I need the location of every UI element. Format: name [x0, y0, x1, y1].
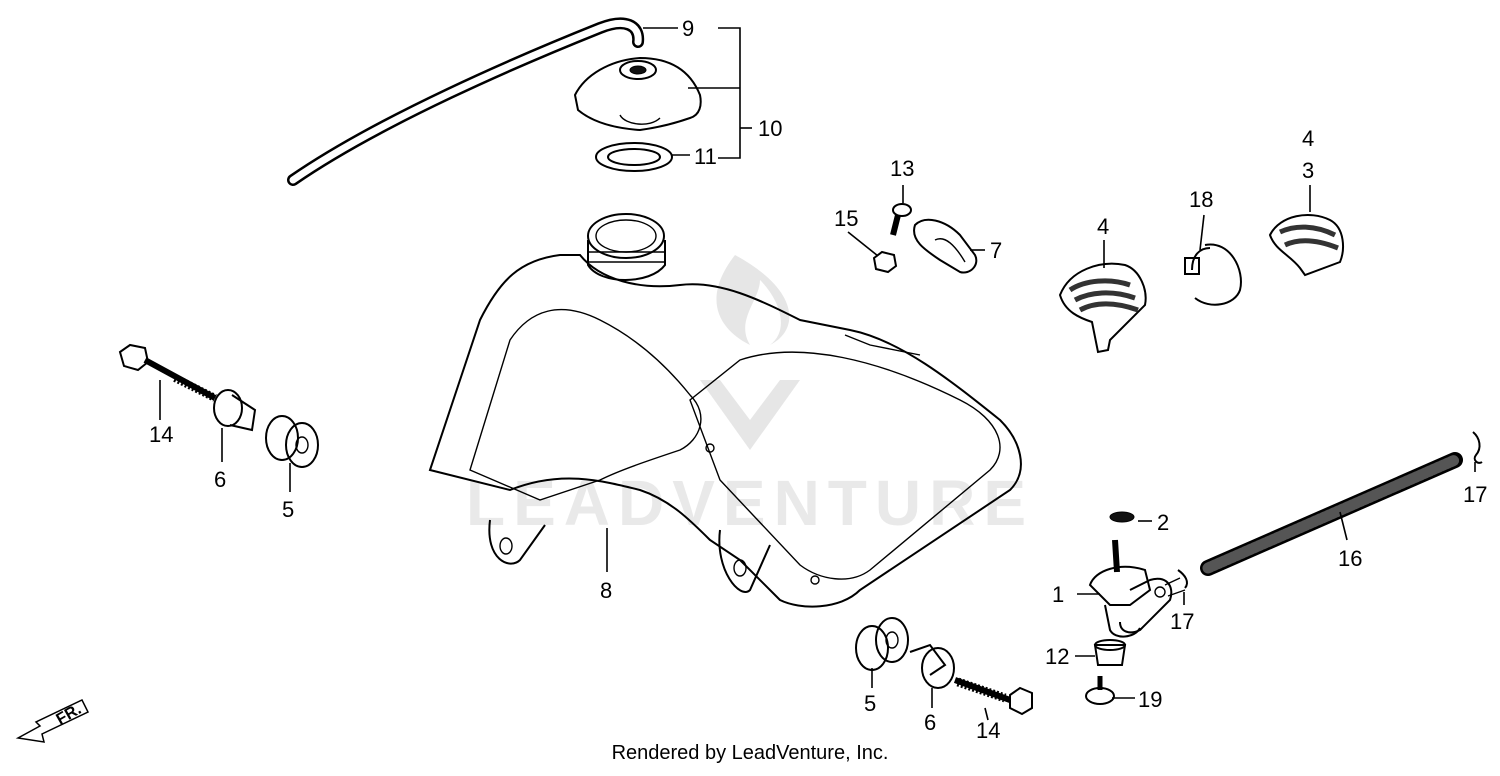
callout-9: 9 [682, 16, 694, 41]
part-fuel-tank [428, 213, 1022, 608]
part-fuel-cock-1 [1088, 539, 1186, 638]
part-bolt-13 [890, 203, 912, 236]
part-packing-2 [1109, 511, 1135, 523]
callout-15: 15 [834, 206, 858, 231]
part-bolt-14-bottom [953, 677, 1033, 716]
part-cap-gasket [595, 142, 673, 172]
callout-4-center: 4 [1097, 214, 1109, 239]
part-screw-19 [1085, 676, 1115, 705]
callout-11: 11 [694, 144, 717, 169]
callout-4-right: 4 [1302, 126, 1314, 151]
callout-10: 10 [758, 116, 782, 141]
part-cushion-3 [1268, 214, 1344, 277]
part-collar-6-bottom [909, 643, 955, 689]
part-band-18 [1184, 243, 1242, 306]
callout-8: 8 [600, 578, 612, 603]
part-cushion-4 [1058, 262, 1147, 354]
callout-2: 2 [1157, 510, 1169, 535]
leader-lines [159, 27, 1476, 721]
callout-7: 7 [990, 238, 1002, 263]
callout-19: 19 [1138, 687, 1162, 712]
callout-labels: 9 10 11 13 15 7 4 18 4 3 14 6 5 8 2 1 16… [149, 16, 1487, 743]
part-cup-12 [1093, 639, 1127, 666]
callout-18: 18 [1189, 187, 1213, 212]
front-direction-arrow: FR. [15, 699, 90, 743]
part-nut-15 [872, 250, 898, 274]
part-cushion-5-bottom [855, 617, 909, 671]
callout-17-right: 17 [1463, 482, 1487, 507]
part-cushion-5-left [265, 415, 319, 468]
callout-17-center: 17 [1170, 609, 1194, 634]
footer-credit: Rendered by LeadVenture, Inc. [611, 742, 889, 764]
callout-5-bottom: 5 [864, 691, 876, 716]
callout-14-left: 14 [149, 422, 173, 447]
part-breather-tube [287, 17, 645, 186]
callout-12: 12 [1045, 644, 1069, 669]
part-fuel-tube-16 [1200, 452, 1463, 576]
part-bolt-14-left [118, 343, 217, 402]
part-stay-7 [913, 218, 978, 274]
callout-6-left: 6 [214, 467, 226, 492]
callout-5-left: 5 [282, 497, 294, 522]
watermark-text: LEADVENTURE [466, 467, 1034, 539]
callout-13: 13 [890, 156, 914, 181]
callout-1: 1 [1052, 582, 1064, 607]
part-clip-17-lower [1177, 569, 1188, 589]
part-fuel-cap [573, 56, 702, 132]
callout-3: 3 [1302, 158, 1314, 183]
callout-16: 16 [1338, 546, 1362, 571]
part-collar-6-left [213, 389, 257, 432]
callout-14-bottom: 14 [976, 718, 1000, 743]
part-clip-17-upper [1472, 431, 1483, 464]
callout-6-bottom: 6 [924, 710, 936, 735]
